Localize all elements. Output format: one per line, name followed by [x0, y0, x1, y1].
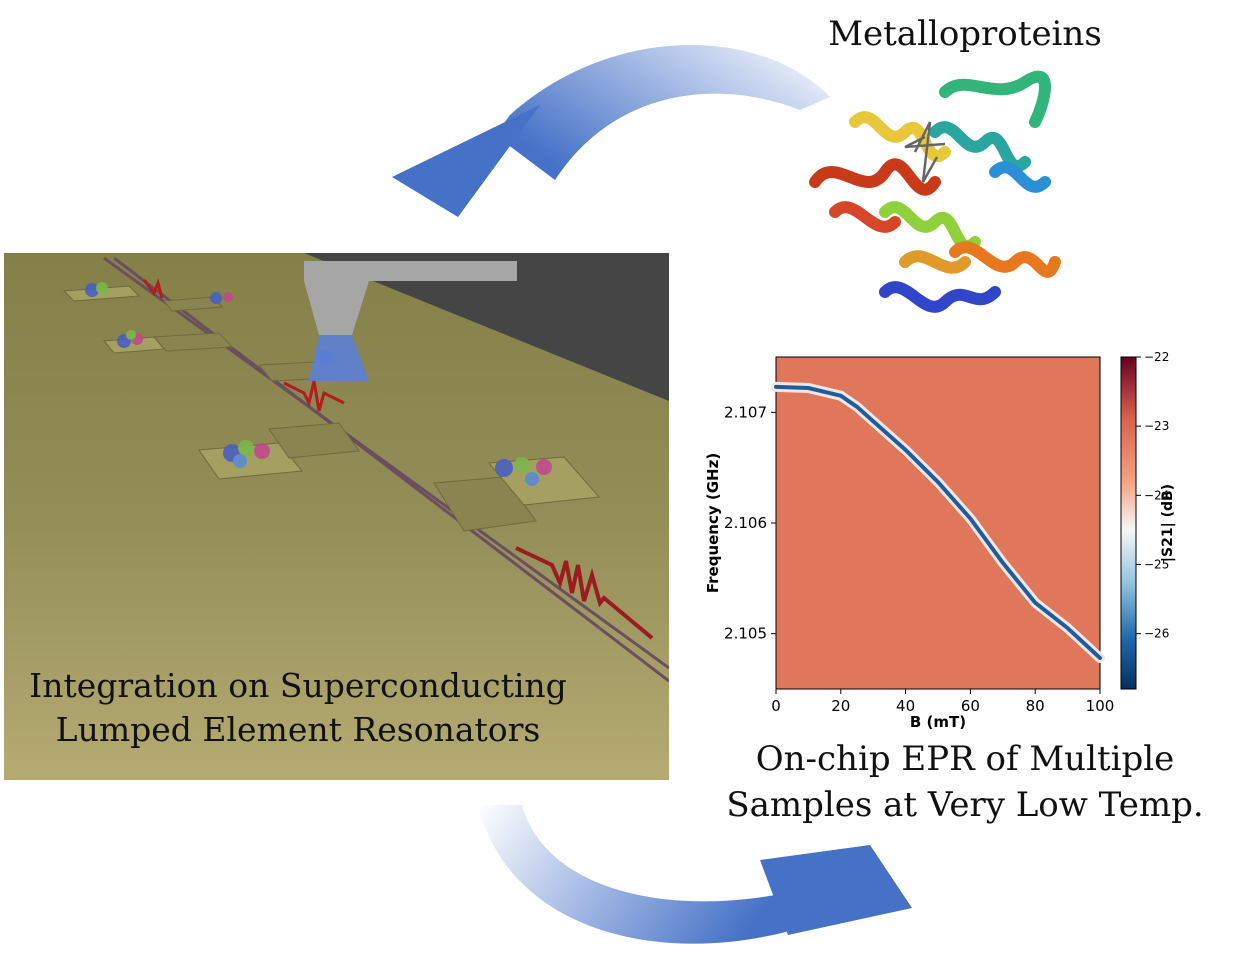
- chip-caption-line2: Lumped Element Resonators: [55, 710, 541, 749]
- colorbar-tick-label: −24: [1144, 488, 1169, 502]
- x-tick-label: 40: [896, 697, 915, 715]
- x-tick-label: 60: [961, 697, 980, 715]
- top-curved-arrow: [392, 45, 830, 217]
- resonance-line: [774, 384, 1102, 660]
- x-tick-label: 20: [831, 697, 850, 715]
- y-tick-label: 2.105: [724, 625, 767, 643]
- chip-caption: Integration on Superconducting Lumped El…: [8, 664, 588, 752]
- epr-caption-line1: On-chip EPR of Multiple: [755, 739, 1175, 779]
- x-tick-label: 0: [771, 697, 781, 715]
- epr-caption: On-chip EPR of Multiple Samples at Very …: [700, 736, 1230, 828]
- resonator-chip-render: [4, 253, 669, 780]
- protein-title: Metalloproteins: [828, 14, 1102, 54]
- chip-caption-line1: Integration on Superconducting: [29, 666, 567, 705]
- protein-structure-illustration: [809, 70, 1061, 313]
- colorbar-tick-label: −22: [1144, 350, 1169, 364]
- x-tick-label: 80: [1026, 697, 1045, 715]
- colorbar-tick-label: −26: [1144, 627, 1169, 641]
- colorbar-label: |S21| (dB): [1160, 484, 1176, 562]
- x-tick-label: 100: [1086, 697, 1115, 715]
- x-axis-label: B (mT): [910, 713, 966, 730]
- colorbar-tick-label: −23: [1144, 419, 1169, 433]
- bottom-curved-arrow: [478, 805, 912, 944]
- y-tick-label: 2.107: [724, 403, 767, 421]
- y-axis-label: Frequency (GHz): [704, 453, 722, 593]
- y-tick-label: 2.106: [724, 514, 767, 532]
- colorbar-tick-label: −25: [1144, 558, 1169, 572]
- heatmap-plot-area: [775, 356, 1101, 690]
- colorbar: [1120, 356, 1137, 690]
- epr-caption-line2: Samples at Very Low Temp.: [726, 785, 1204, 825]
- epr-heatmap-chart: 0 20 40 60 80 100 2.105 2.106 2.107 −22 −23 −24 −25 −…: [704, 350, 1176, 730]
